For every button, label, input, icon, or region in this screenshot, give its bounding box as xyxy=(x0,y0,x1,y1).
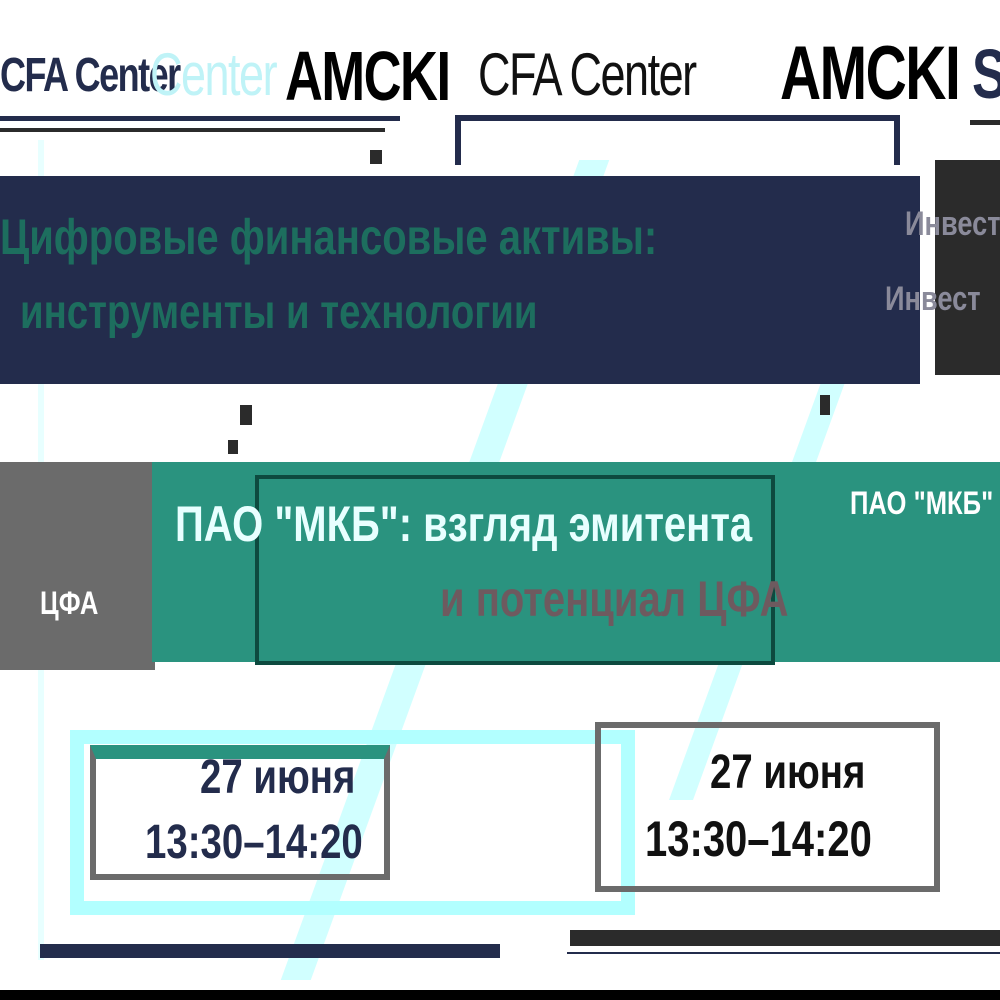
date-card-left-inner xyxy=(90,745,390,880)
divider xyxy=(0,116,400,121)
divider xyxy=(0,128,385,132)
speaker-title-line1: ПАО "МКБ": взгляд эмитента xyxy=(175,496,753,552)
speaker-frame xyxy=(255,475,775,665)
speaker-title-line2: и потенциал ЦФА xyxy=(440,571,789,627)
logo-fragment: S xyxy=(972,34,1000,114)
amcki-logo: AMCKI xyxy=(285,37,451,115)
time-left: 13:30–14:20 xyxy=(145,816,363,869)
speaker-side-text: ПАО "МКБ" xyxy=(850,485,994,521)
cfa-center-logo-faded: Center xyxy=(150,41,278,108)
glitch-mark xyxy=(370,150,382,164)
banner-side-block xyxy=(935,160,1000,375)
amcki-logo: AMCKI xyxy=(780,31,961,116)
divider xyxy=(970,120,1000,125)
speaker-banner xyxy=(152,462,1000,662)
bottom-bar xyxy=(40,944,500,958)
banner-title-line1: Цифровые финансовые активы: xyxy=(0,209,658,265)
banner-title-line2: инструменты и технологии xyxy=(20,286,538,339)
speaker-side-text: ЦФА xyxy=(40,585,99,621)
bottom-bar xyxy=(570,930,1000,946)
banner-side-text: Инвест xyxy=(905,205,1000,243)
banner-side-text: Инвест xyxy=(885,280,981,318)
date-left: 27 июня xyxy=(200,751,356,804)
time-right: 13:30–14:20 xyxy=(645,811,872,867)
title-banner xyxy=(0,176,920,384)
glitch-mark xyxy=(228,440,238,454)
cfa-center-logo: CFA Center xyxy=(478,41,697,108)
outline-frame xyxy=(455,115,900,165)
bottom-edge xyxy=(0,990,1000,1000)
glitch-mark xyxy=(240,405,252,425)
cfa-center-logo: CFA Center xyxy=(0,49,181,102)
date-right: 27 июня xyxy=(710,746,866,799)
date-card-right xyxy=(595,722,940,892)
speaker-side-block xyxy=(0,462,155,670)
bottom-line xyxy=(567,952,1000,954)
glitch-mark xyxy=(820,395,830,415)
date-card-left xyxy=(70,730,635,915)
